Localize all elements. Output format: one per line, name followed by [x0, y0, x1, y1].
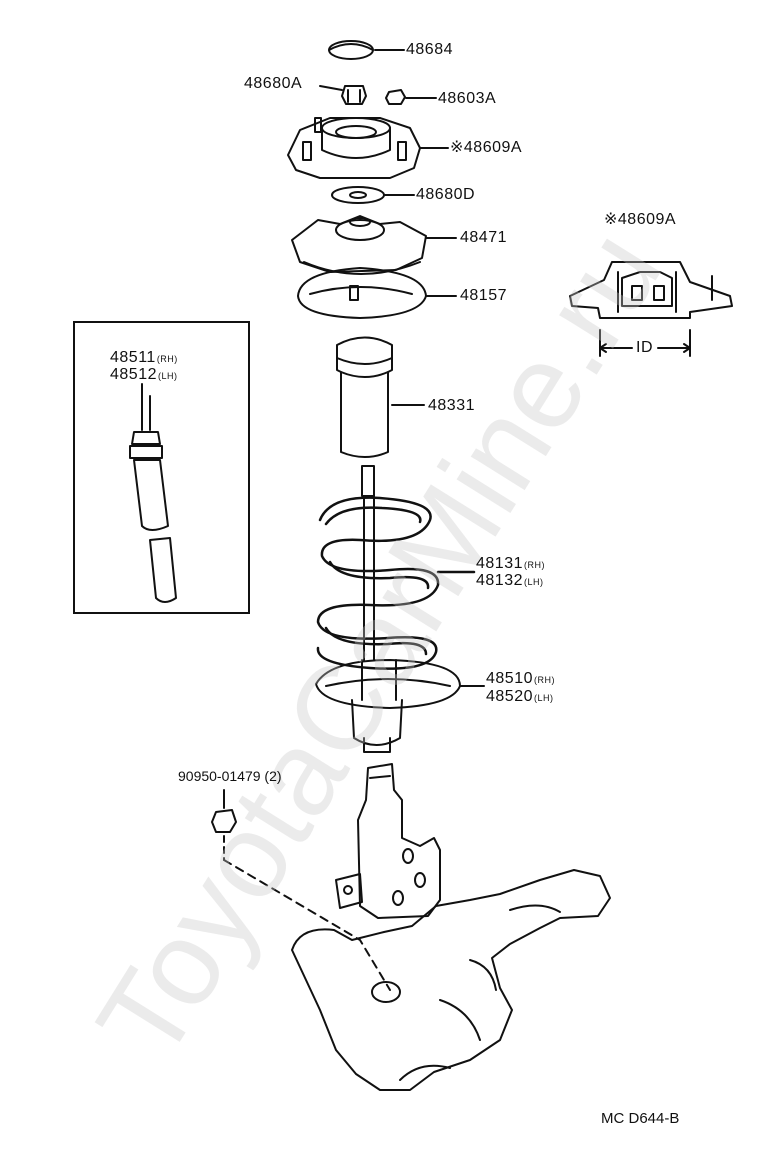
inset-shock-absorber: [129, 383, 177, 603]
label-48511-side: (RH): [156, 354, 178, 364]
label-48512-number: 48512: [110, 366, 157, 383]
label-48131-side: (RH): [524, 560, 545, 570]
inset-upper-support: [569, 261, 733, 357]
label-48131-number: 48131: [476, 555, 523, 572]
label-48510-side: (RH): [534, 675, 555, 685]
label-48157: 48157: [460, 287, 507, 304]
label-48684: 48684: [406, 41, 453, 58]
spring-lower-seat-48510: [315, 659, 485, 753]
label-48680A: 48680A: [244, 75, 303, 92]
inset-frame: [73, 321, 250, 614]
dust-cap-48684: [328, 40, 405, 60]
diagram-code: MC D644-B: [601, 1110, 680, 1127]
label-48132: 48132(LH): [476, 573, 544, 589]
label-48132-side: (LH): [524, 577, 544, 587]
steering-knuckle: [291, 869, 611, 1091]
label-48680D: 48680D: [416, 186, 476, 203]
spring-upper-seat-48471: [291, 215, 457, 275]
nut-48680A: [319, 85, 367, 105]
label-48131: 48131(RH): [476, 556, 545, 572]
label-48510-number: 48510: [486, 670, 533, 687]
label-48520-number: 48520: [486, 688, 533, 705]
washer-48680D: [331, 186, 415, 204]
strut-bracket: [335, 763, 441, 919]
label-48512-side: (LH): [158, 371, 178, 381]
upper-support-48609A: [287, 117, 449, 179]
bump-stopper-48331: [336, 336, 425, 458]
label-48603A: 48603A: [438, 90, 497, 107]
label-48520: 48520(LH): [486, 689, 554, 705]
label-90950: 90950-01479 (2): [178, 768, 282, 784]
label-48512: 48512(LH): [110, 367, 178, 383]
bolt-90950: [211, 789, 391, 991]
label-48331: 48331: [428, 397, 475, 414]
nut-48603A: [385, 89, 437, 105]
label-id: ID: [636, 339, 653, 356]
label-48511: 48511(RH): [110, 350, 178, 366]
label-48471: 48471: [460, 229, 507, 246]
label-48510: 48510(RH): [486, 671, 555, 687]
label-48609A: ※48609A: [450, 139, 523, 156]
label-48511-number: 48511: [110, 349, 156, 366]
coil-spring-48131: [316, 496, 476, 670]
label-48132-number: 48132: [476, 572, 523, 589]
label-48609A-inset: ※48609A: [604, 211, 677, 228]
spring-insulator-48157: [297, 267, 457, 319]
label-48520-side: (LH): [534, 693, 554, 703]
